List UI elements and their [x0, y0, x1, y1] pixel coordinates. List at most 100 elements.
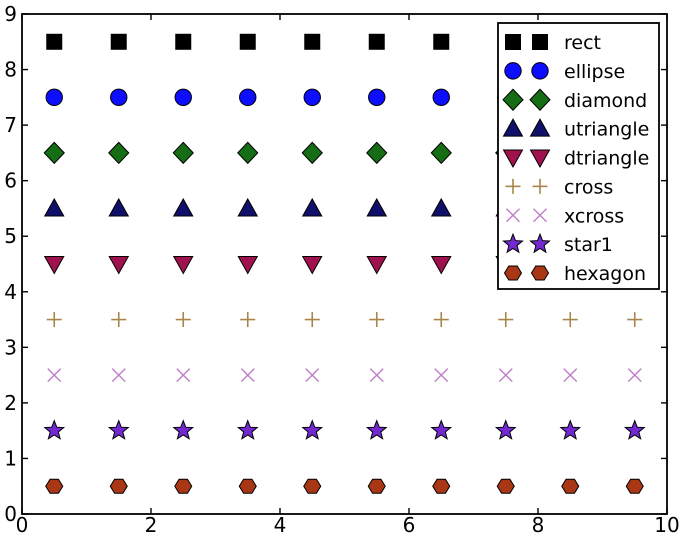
marker-utriangle — [366, 197, 388, 217]
marker-hexagon — [367, 478, 386, 494]
marker-rect — [368, 33, 385, 50]
marker-star1 — [559, 419, 582, 440]
marker-hexagon — [238, 478, 257, 494]
marker-utriangle — [301, 197, 323, 217]
marker-ellipse — [432, 88, 450, 107]
legend-marker-xcross — [533, 208, 547, 223]
y-tick-label: 2 — [4, 391, 17, 415]
marker-rect — [433, 33, 450, 50]
x-tick-label: 8 — [532, 513, 545, 537]
legend-label: star1 — [564, 234, 613, 256]
legend-entry-ellipse: ellipse — [504, 61, 625, 83]
legend-label: utriangle — [564, 119, 649, 141]
legend-entry-diamond: diamond — [502, 88, 647, 112]
marker-rect — [46, 33, 63, 50]
marker-cross — [369, 312, 385, 328]
marker-cross — [562, 312, 578, 328]
marker-hexagon — [45, 478, 64, 494]
marker-ellipse — [174, 88, 192, 107]
marker-rect — [110, 33, 127, 50]
x-tick-label: 2 — [145, 513, 158, 537]
marker-ellipse — [239, 88, 257, 107]
marker-cross — [433, 312, 449, 328]
marker-xcross — [47, 368, 62, 383]
legend-marker-star1 — [529, 232, 551, 254]
y-tick-label: 3 — [4, 335, 17, 359]
legend-box — [497, 22, 660, 290]
legend-entry-dtriangle: dtriangle — [502, 148, 649, 170]
marker-diamond — [172, 141, 194, 165]
marker-utriangle — [43, 197, 65, 217]
series-hexagon — [45, 478, 644, 494]
marker-cross — [498, 312, 514, 328]
marker-ellipse — [45, 88, 63, 107]
legend-marker-hexagon — [503, 265, 523, 281]
marker-cross — [627, 312, 643, 328]
marker-cross — [304, 312, 320, 328]
marker-hexagon — [303, 478, 322, 494]
marker-star1 — [172, 419, 195, 440]
marker-xcross — [369, 368, 384, 383]
legend-marker-star1 — [502, 232, 524, 254]
legend-marker-diamond — [529, 88, 551, 111]
y-tick-label: 1 — [4, 446, 17, 470]
marker-cross — [240, 312, 256, 328]
marker-utriangle — [172, 197, 194, 217]
y-tick-label: 7 — [4, 113, 17, 137]
marker-ellipse — [368, 88, 386, 107]
marker-hexagon — [561, 478, 580, 494]
marker-dtriangle — [237, 256, 259, 275]
marker-hexagon — [109, 478, 128, 494]
legend-label: cross — [564, 176, 613, 198]
marker-dtriangle — [172, 256, 194, 275]
legend-marker-xcross — [506, 208, 520, 223]
marker-ellipse — [303, 88, 321, 107]
marker-star1 — [623, 419, 646, 440]
x-tick-label: 4 — [274, 513, 287, 537]
marker-rect — [304, 33, 321, 50]
marker-diamond — [366, 141, 388, 165]
y-tick-label: 6 — [4, 169, 17, 193]
marker-diamond — [301, 141, 323, 165]
marker-xcross — [498, 368, 513, 383]
marker-utriangle — [430, 197, 452, 217]
marker-xcross — [240, 368, 255, 383]
x-tick-label: 10 — [654, 513, 679, 537]
legend-marker-rect — [532, 34, 548, 50]
marker-hexagon — [496, 478, 515, 494]
legend-label: rect — [564, 32, 601, 54]
legend-marker-ellipse — [531, 62, 549, 80]
y-tick-label: 5 — [4, 224, 17, 248]
marker-star1 — [236, 419, 259, 440]
marker-xcross — [176, 368, 191, 383]
marker-star1 — [430, 419, 453, 440]
marker-star1 — [107, 419, 130, 440]
legend-label: dtriangle — [564, 148, 649, 170]
marker-xcross — [434, 368, 449, 383]
legend: rect ellipse diamond utriangle dtriangle cros… — [497, 22, 660, 290]
marker-cross — [175, 312, 191, 328]
legend-marker-utriangle — [529, 118, 551, 137]
marker-xcross — [627, 368, 642, 383]
series-star1 — [43, 419, 646, 440]
legend-entry-star1: star1 — [502, 232, 613, 256]
y-tick-label: 9 — [4, 2, 17, 26]
y-tick-label: 4 — [4, 280, 17, 304]
marker-rect — [239, 33, 256, 50]
legend-entry-utriangle: utriangle — [502, 118, 649, 141]
legend-entry-hexagon: hexagon — [503, 263, 646, 285]
marker-star1 — [494, 419, 517, 440]
marker-utriangle — [108, 197, 130, 217]
marker-hexagon — [174, 478, 193, 494]
marker-star1 — [43, 419, 66, 440]
legend-entry-xcross: xcross — [506, 205, 624, 227]
series-cross — [46, 312, 643, 328]
marker-cross — [111, 312, 127, 328]
y-tick-label: 0 — [4, 502, 17, 526]
axes-box — [21, 13, 668, 515]
legend-label: ellipse — [564, 61, 625, 83]
x-tick-label: 0 — [16, 513, 29, 537]
marker-dtriangle — [43, 256, 65, 275]
